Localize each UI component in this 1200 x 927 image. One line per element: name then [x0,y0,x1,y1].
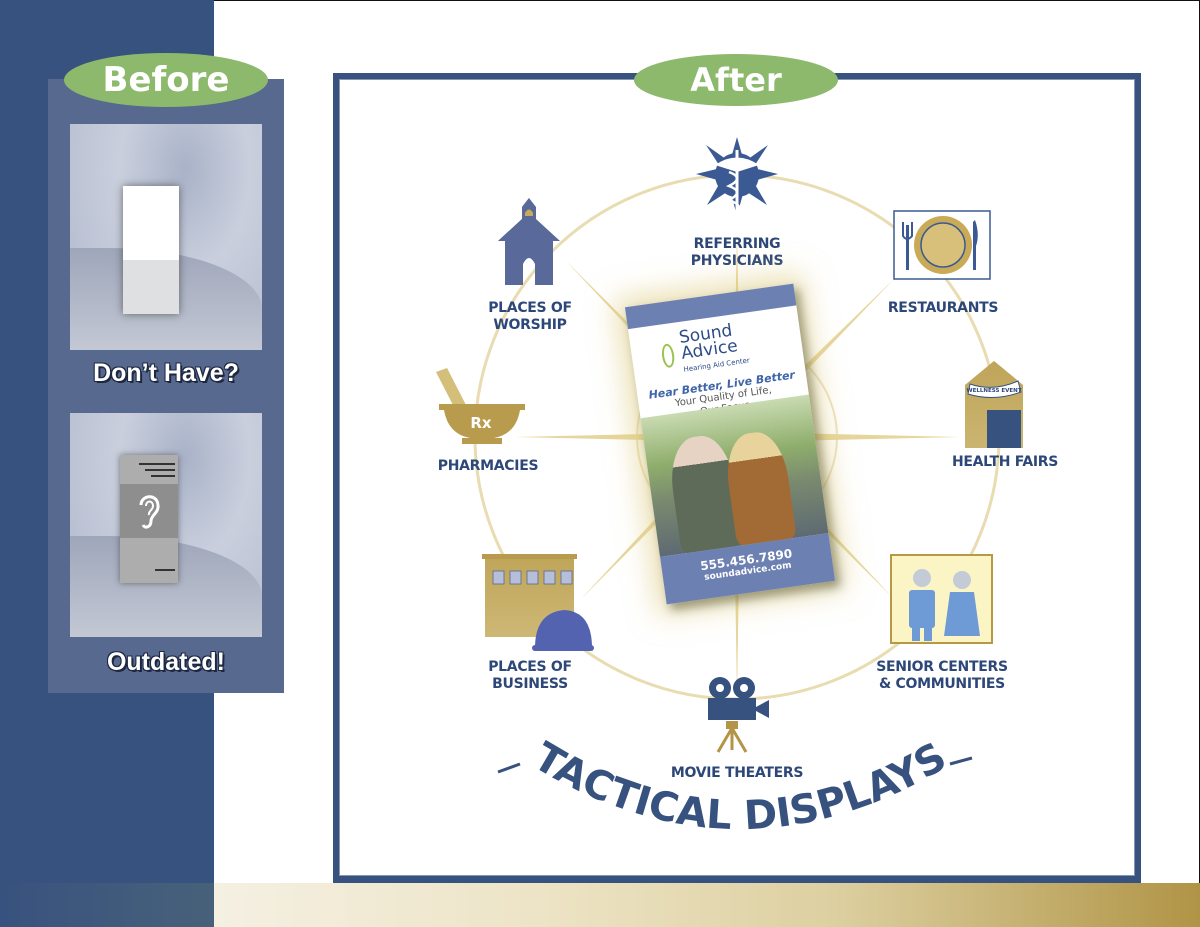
rx-badge: Rx [470,414,492,432]
label-line: & COMMUNITIES [879,676,1005,692]
label-line: HEALTH FAIRS [951,454,1059,470]
title-dash-right [949,756,973,766]
building-hardhat-icon [482,554,594,651]
before-photo-outdated [70,413,262,637]
text-line [139,463,175,465]
title-text: TACTICAL DISPLAYS [526,740,954,839]
label-line: SENIOR CENTERS [876,659,1008,675]
empty-brochure-holder-icon [123,186,179,314]
text-line [145,469,175,471]
label-line: BUSINESS [492,676,568,692]
wellness-event-banner: WELLNESS EVENT [967,388,1022,394]
label-referring-physicians: REFERRING PHYSICIANS [672,236,802,270]
church-icon [498,198,560,285]
outdated-brochure-holder-icon [120,455,178,583]
movie-camera-icon [708,677,769,753]
label-line: MOVIE THEATERS [670,765,804,781]
before-caption-dont-have: Don’t Have? [93,359,239,387]
text-line [155,569,175,571]
label-pharmacies: PHARMACIES [428,458,548,475]
label-places-of-business: PLACES OF BUSINESS [470,659,590,693]
ear-icon [120,484,178,538]
label-senior-centers: SENIOR CENTERS & COMMUNITIES [862,659,1022,693]
before-caption-outdated: Outdated! [106,648,226,676]
label-line: PLACES OF [488,300,572,316]
couple-photo [640,394,829,557]
after-label: After [634,54,838,106]
label-movie-theaters: MOVIE THEATERS [662,765,812,782]
label-health-fairs: HEALTH FAIRS [940,454,1070,471]
before-photo-empty [70,124,262,350]
label-line: PLACES OF [488,659,572,675]
label-restaurants: RESTAURANTS [870,300,1016,317]
before-label: Before [64,53,268,107]
title-dash-left [497,762,521,774]
text-line [151,475,175,477]
label-line: PHYSICIANS [690,253,784,269]
senior-couple-icon [890,554,993,644]
label-line: PHARMACIES [437,458,539,474]
title-text-path: TACTICAL DISPLAYS [526,740,954,839]
plate-fork-knife-icon [893,210,991,280]
bottom-left-band [0,883,214,927]
mortar-pestle-icon: Rx [436,368,525,444]
tactical-displays-title: TACTICAL DISPLAYS [497,740,973,839]
wellness-tent-icon: WELLNESS EVENT [965,361,1023,448]
label-places-of-worship: PLACES OF WORSHIP [470,300,590,334]
logo-rings-icon [660,343,676,369]
label-line: WORSHIP [493,317,567,333]
caduceus-icon [696,137,778,226]
label-line: REFERRING [693,236,781,252]
holder-pocket [123,260,179,314]
label-line: RESTAURANTS [887,300,999,316]
